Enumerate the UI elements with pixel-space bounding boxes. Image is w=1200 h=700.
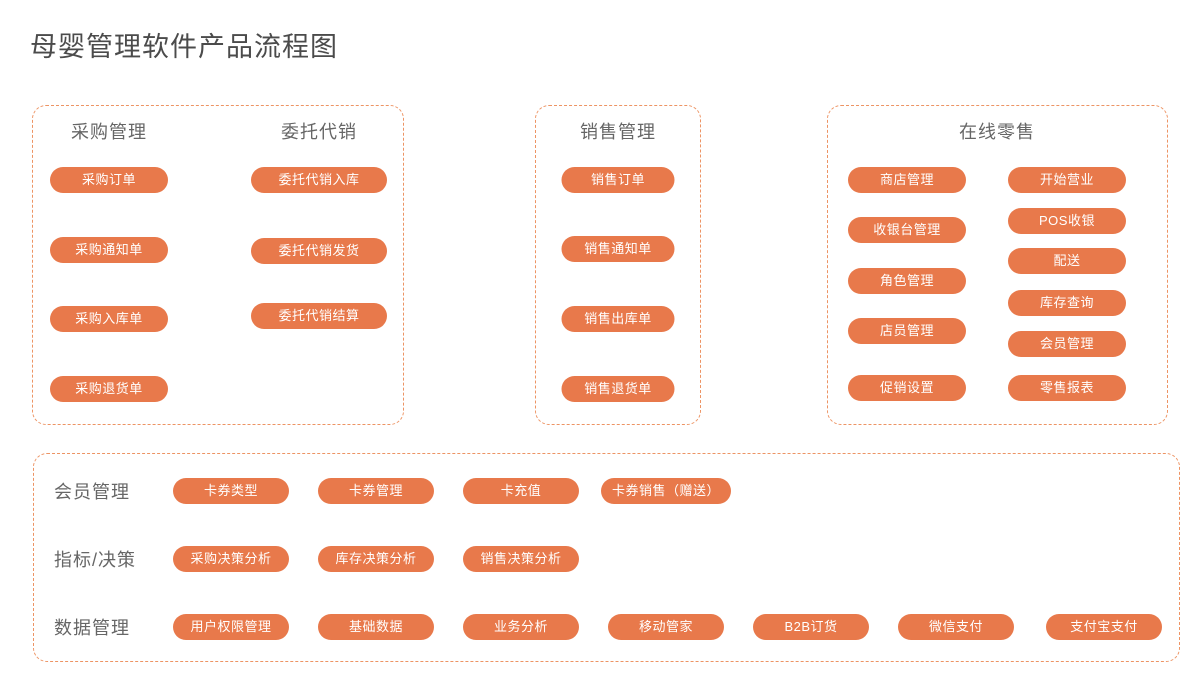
row-label-data-management: 数据管理 <box>54 618 130 638</box>
pill-delivery[interactable]: 配送 <box>1008 248 1126 274</box>
pill-card-recharge[interactable]: 卡充值 <box>463 478 579 504</box>
pill-alipay-pay[interactable]: 支付宝支付 <box>1046 614 1162 640</box>
pill-consignment-settlement[interactable]: 委托代销结算 <box>251 303 387 329</box>
panel-heading-procurement: 采购管理 <box>71 122 147 142</box>
pill-basic-data[interactable]: 基础数据 <box>318 614 434 640</box>
pill-sales-return[interactable]: 销售退货单 <box>561 376 675 402</box>
panel-bottom-groups <box>33 453 1180 662</box>
pill-pos-checkout[interactable]: POS收银 <box>1008 208 1126 234</box>
pill-inventory-decision-analysis[interactable]: 库存决策分析 <box>318 546 434 572</box>
panel-heading-consignment: 委托代销 <box>281 122 357 142</box>
pill-business-analysis[interactable]: 业务分析 <box>463 614 579 640</box>
panel-online-retail <box>827 105 1168 425</box>
pill-retail-report[interactable]: 零售报表 <box>1008 375 1126 401</box>
pill-start-business[interactable]: 开始营业 <box>1008 167 1126 193</box>
pill-purchase-decision-analysis[interactable]: 采购决策分析 <box>173 546 289 572</box>
pill-sales-decision-analysis[interactable]: 销售决策分析 <box>463 546 579 572</box>
page-title: 母婴管理软件产品流程图 <box>30 32 338 62</box>
pill-purchase-inbound[interactable]: 采购入库单 <box>50 306 168 332</box>
pill-sales-outbound[interactable]: 销售出库单 <box>561 306 675 332</box>
pill-card-management[interactable]: 卡券管理 <box>318 478 434 504</box>
pill-consignment-inbound[interactable]: 委托代销入库 <box>251 167 387 193</box>
row-label-member-management: 会员管理 <box>54 482 130 502</box>
pill-consignment-shipment[interactable]: 委托代销发货 <box>251 238 387 264</box>
pill-promotion-settings[interactable]: 促销设置 <box>848 375 966 401</box>
pill-sales-order[interactable]: 销售订单 <box>561 167 675 193</box>
pill-staff-management[interactable]: 店员管理 <box>848 318 966 344</box>
pill-mobile-steward[interactable]: 移动管家 <box>608 614 724 640</box>
pill-member-management-retail[interactable]: 会员管理 <box>1008 331 1126 357</box>
pill-b2b-ordering[interactable]: B2B订货 <box>753 614 869 640</box>
panel-heading-online-retail: 在线零售 <box>959 122 1035 142</box>
pill-user-permission-management[interactable]: 用户权限管理 <box>173 614 289 640</box>
panel-sales <box>535 105 701 425</box>
pill-purchase-notice[interactable]: 采购通知单 <box>50 237 168 263</box>
pill-cashier-management[interactable]: 收银台管理 <box>848 217 966 243</box>
row-label-metrics-decision: 指标/决策 <box>54 550 137 570</box>
pill-card-sales-gift[interactable]: 卡券销售（赠送） <box>601 478 731 504</box>
pill-store-management[interactable]: 商店管理 <box>848 167 966 193</box>
pill-purchase-return[interactable]: 采购退货单 <box>50 376 168 402</box>
panel-procurement-consignment <box>32 105 404 425</box>
pill-wechat-pay[interactable]: 微信支付 <box>898 614 1014 640</box>
pill-sales-notice[interactable]: 销售通知单 <box>561 236 675 262</box>
pill-card-type[interactable]: 卡券类型 <box>173 478 289 504</box>
panel-heading-sales: 销售管理 <box>580 122 656 142</box>
pill-role-management[interactable]: 角色管理 <box>848 268 966 294</box>
pill-inventory-query[interactable]: 库存查询 <box>1008 290 1126 316</box>
pill-purchase-order[interactable]: 采购订单 <box>50 167 168 193</box>
